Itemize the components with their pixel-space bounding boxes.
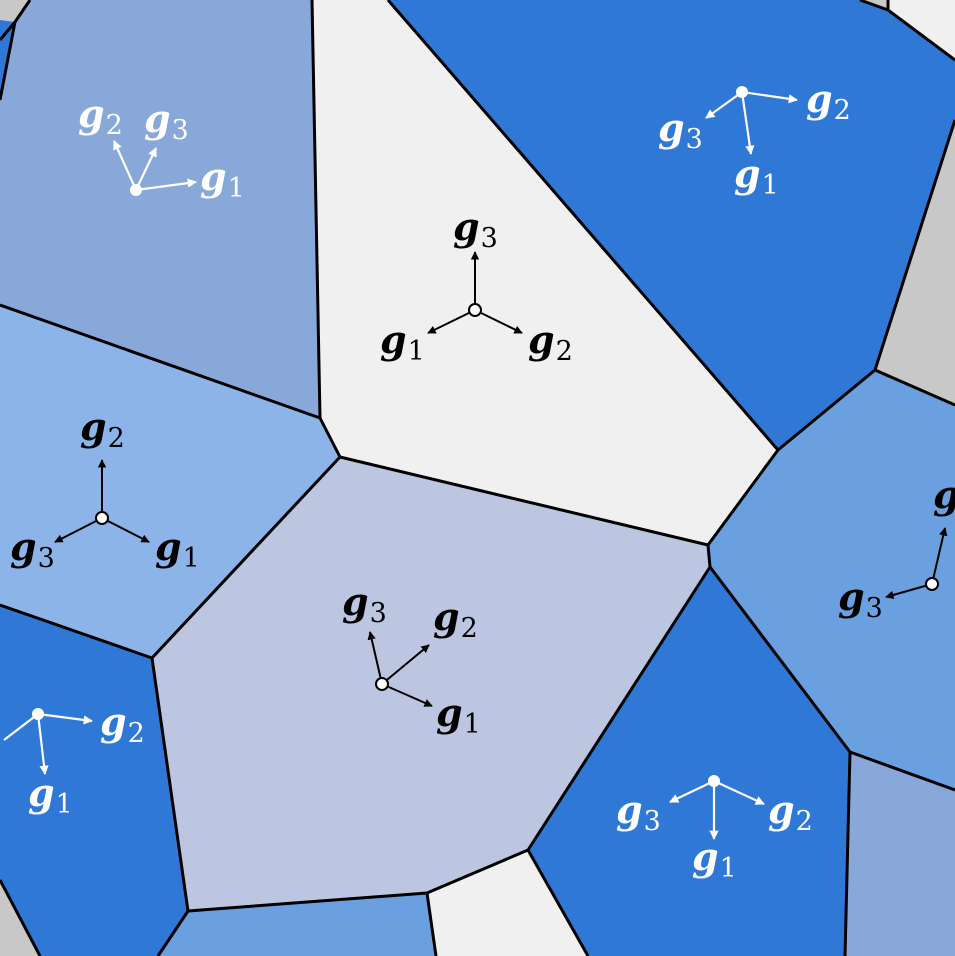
grain-region-top-left: [0, 0, 320, 418]
axis-label: g1: [155, 524, 200, 574]
origin-dot: [708, 775, 720, 787]
axis-label: g1: [200, 154, 245, 204]
axes-grain-middle-left: g2 g3 g1: [10, 404, 200, 574]
axis-arrow: [135, 178, 197, 192]
axis-arrow: [740, 91, 755, 155]
grain-region-top-right-corner: [888, 0, 955, 60]
axes-grain-top-center: g3 g1 g2: [380, 204, 573, 367]
axes-grain-right: g3 g3: [838, 472, 955, 624]
axis-arrow: [36, 713, 49, 775]
axis-label: g3: [933, 472, 955, 522]
axis-label: g1: [28, 770, 73, 820]
origin-dot: [375, 677, 389, 691]
axis-label: g1: [734, 151, 779, 201]
axis-label: g3: [453, 204, 498, 254]
axes-grain-top-right: g2 g3 g1: [658, 76, 851, 201]
grain-region-top-right: [388, 0, 955, 450]
axis-label: g2: [78, 91, 123, 141]
grain-region-far-right-top: [875, 120, 955, 405]
axes-grain-top-left: g2 g3 g1: [78, 91, 245, 204]
grain-region-center: [152, 457, 710, 911]
grain-region-bottom-left: [0, 605, 188, 956]
axis-arrow: [381, 644, 430, 685]
axis-arrow: [112, 140, 138, 191]
origin-dot: [468, 303, 482, 317]
axes-grain-bottom-left: g2 g1: [3, 699, 145, 820]
axis-arrow: [931, 527, 948, 585]
axis-arrow: [885, 583, 933, 599]
axis-arrow: [367, 631, 383, 685]
axis-label: g3: [616, 787, 661, 837]
axis-label: g3: [658, 105, 703, 155]
origin-dot: [95, 511, 109, 525]
axis-label: g3: [342, 579, 387, 629]
axes-grain-center: g3 g2 g1: [342, 579, 481, 740]
axis-arrow: [741, 90, 798, 104]
axes-grain-bottom-right: g3 g2 g1: [616, 775, 813, 884]
axis-label: g2: [80, 404, 125, 454]
axis-label: g2: [806, 76, 851, 126]
axis-arrow: [705, 91, 743, 119]
axis-arrow: [713, 780, 765, 805]
axis-arrow: [101, 517, 150, 543]
axis-label: g1: [692, 834, 737, 884]
axis-arrow: [381, 683, 433, 707]
axis-label: g2: [768, 787, 813, 837]
origin-dot: [736, 86, 748, 98]
axis-arrow: [474, 309, 523, 334]
grain-region-right: [708, 370, 955, 790]
axis-arrow: [3, 713, 39, 741]
axis-label: g1: [436, 690, 481, 740]
origin-dot: [130, 184, 142, 196]
axis-label: g2: [433, 594, 478, 644]
axis-arrow: [54, 517, 103, 543]
axis-arrow: [669, 780, 715, 803]
axis-arrow: [427, 309, 476, 334]
axis-label: g2: [100, 699, 145, 749]
grain-region-far-right-bottom: [845, 752, 955, 956]
grain-region-middle-left: [0, 305, 340, 658]
axis-arrow: [37, 712, 93, 725]
axis-label: g2: [528, 317, 573, 367]
axis-label: g3: [838, 574, 883, 624]
axis-label: g1: [380, 317, 425, 367]
origin-dot: [925, 577, 939, 591]
grain-region-bottom-right: [528, 567, 850, 956]
axis-label: g3: [144, 96, 189, 146]
grain-region-top-center: [312, 0, 778, 545]
axis-arrow: [135, 147, 157, 191]
axis-label: g3: [10, 524, 55, 574]
origin-dot: [32, 708, 44, 720]
